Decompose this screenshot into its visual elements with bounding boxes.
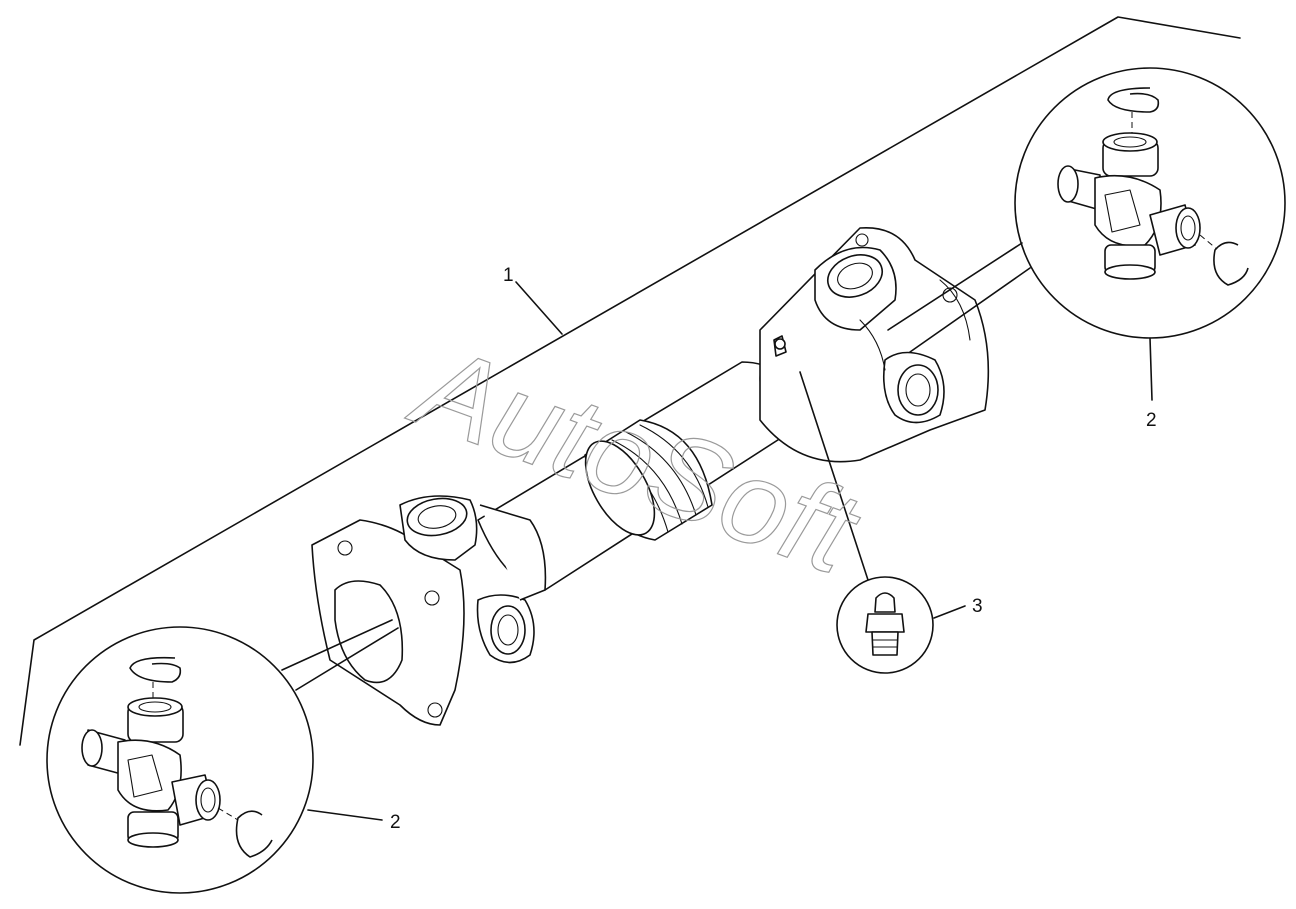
callout-2-upper: 2 xyxy=(1146,410,1157,431)
detail-circle-grease-fitting xyxy=(799,371,966,674)
snap-ring-icon xyxy=(1213,241,1249,286)
assembly-bracket xyxy=(19,16,1241,746)
slip-spline-sleeve xyxy=(584,419,713,541)
yoke-flange-left xyxy=(311,495,547,726)
detail-circle-cross-kit-lower xyxy=(46,619,399,894)
universal-joint-cross-icon xyxy=(81,697,221,848)
universal-joint-cross-icon xyxy=(1057,132,1201,280)
grease-nipple-icon xyxy=(865,592,905,656)
yoke-flange-right xyxy=(759,227,990,463)
callout-3-grease-fitting: 3 xyxy=(972,596,983,617)
snap-ring-icon xyxy=(235,810,273,858)
callout-2-lower: 2 xyxy=(390,812,401,833)
snap-ring-icon xyxy=(1107,87,1160,113)
snap-ring-icon xyxy=(129,656,182,683)
detail-circle-cross-kit-upper xyxy=(887,67,1286,401)
callout-1-assembly: 1 xyxy=(503,265,514,286)
